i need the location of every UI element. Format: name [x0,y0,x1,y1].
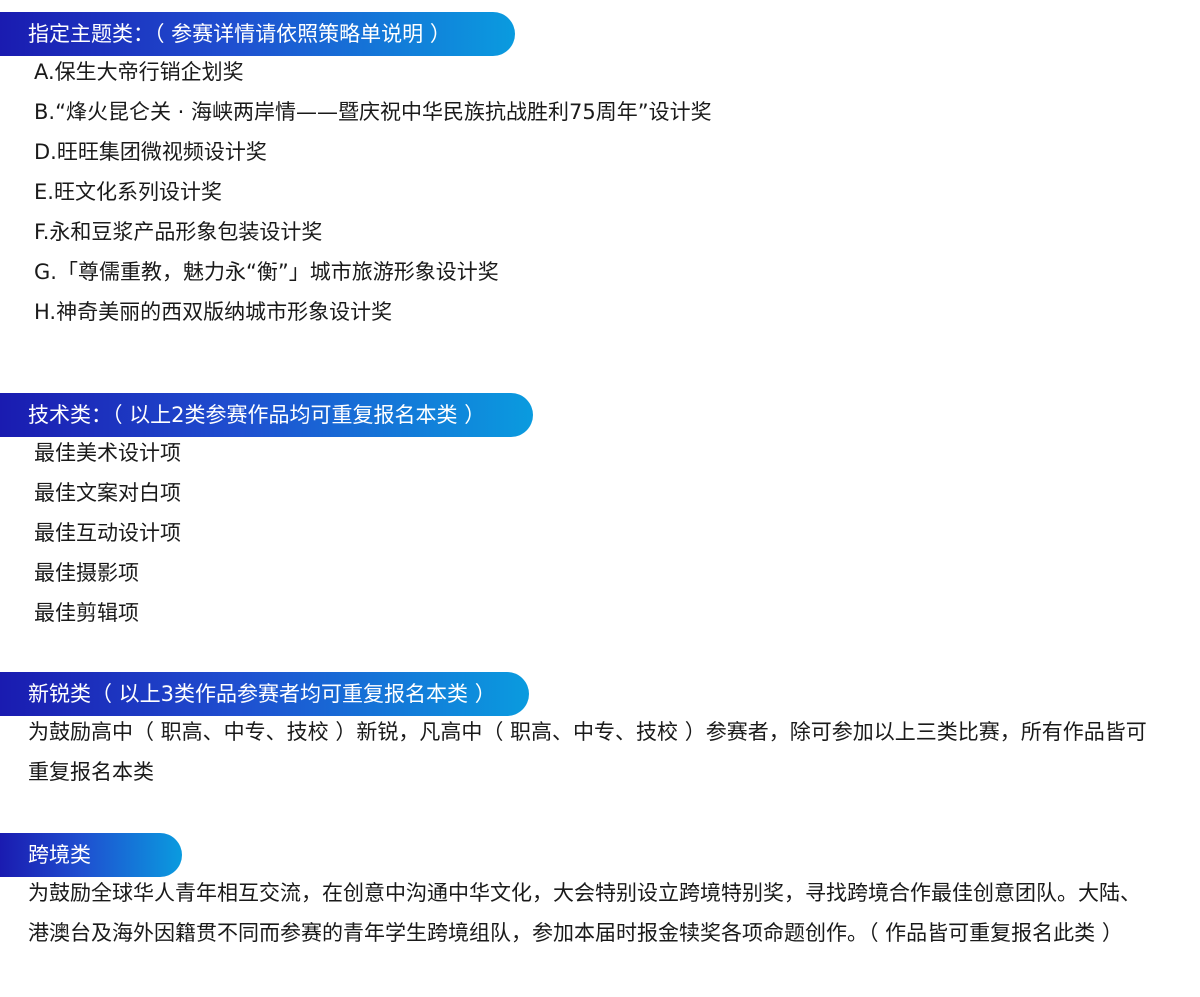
list-item: 最佳互动设计项 [34,521,181,545]
tech-section: 技术类：（ 以上2类参赛作品均可重复报名本类 ） 最佳美术设计项 最佳文案对白项… [0,393,1200,633]
list-item: 最佳剪辑项 [34,601,139,625]
list-item: 最佳摄影项 [34,561,139,585]
list-item: B.“烽火昆仑关 · 海峡两岸情——暨庆祝中华民族抗战胜利75周年”设计奖 [34,100,712,124]
newcomer-description: 为鼓励高中（ 职高、中专、技校 ）新锐，凡高中（ 职高、中专、技校 ）参赛者，除… [28,720,1147,784]
list-item: 最佳美术设计项 [34,441,181,465]
list-item: 最佳文案对白项 [34,481,181,505]
theme-section-header: 指定主题类：（ 参赛详情请依照策略单说明 ） [0,12,515,56]
tech-section-header: 技术类：（ 以上2类参赛作品均可重复报名本类 ） [0,393,533,437]
list-item: E.旺文化系列设计奖 [34,180,222,204]
newcomer-section-header: 新锐类（ 以上3类作品参赛者均可重复报名本类 ） [0,672,529,716]
tech-award-list: 最佳美术设计项 最佳文案对白项 最佳互动设计项 最佳摄影项 最佳剪辑项 [0,433,1200,633]
theme-section: 指定主题类：（ 参赛详情请依照策略单说明 ） A.保生大帝行销企划奖 B.“烽火… [0,12,1200,332]
list-item: D.旺旺集团微视频设计奖 [34,140,267,164]
list-item: A.保生大帝行销企划奖 [34,60,244,84]
crossborder-description: 为鼓励全球华人青年相互交流，在创意中沟通中华文化，大会特别设立跨境特别奖，寻找跨… [28,881,1141,945]
list-item: G.「尊儒重教，魅力永“衡”」城市旅游形象设计奖 [34,260,499,284]
crossborder-section: 跨境类 为鼓励全球华人青年相互交流，在创意中沟通中华文化，大会特别设立跨境特别奖… [0,833,1200,953]
theme-award-list: A.保生大帝行销企划奖 B.“烽火昆仑关 · 海峡两岸情——暨庆祝中华民族抗战胜… [0,52,1200,332]
list-item: F.永和豆浆产品形象包装设计奖 [34,220,323,244]
crossborder-section-header: 跨境类 [0,833,182,877]
list-item: H.神奇美丽的西双版纳城市形象设计奖 [34,300,393,324]
newcomer-section: 新锐类（ 以上3类作品参赛者均可重复报名本类 ） 为鼓励高中（ 职高、中专、技校… [0,672,1200,792]
